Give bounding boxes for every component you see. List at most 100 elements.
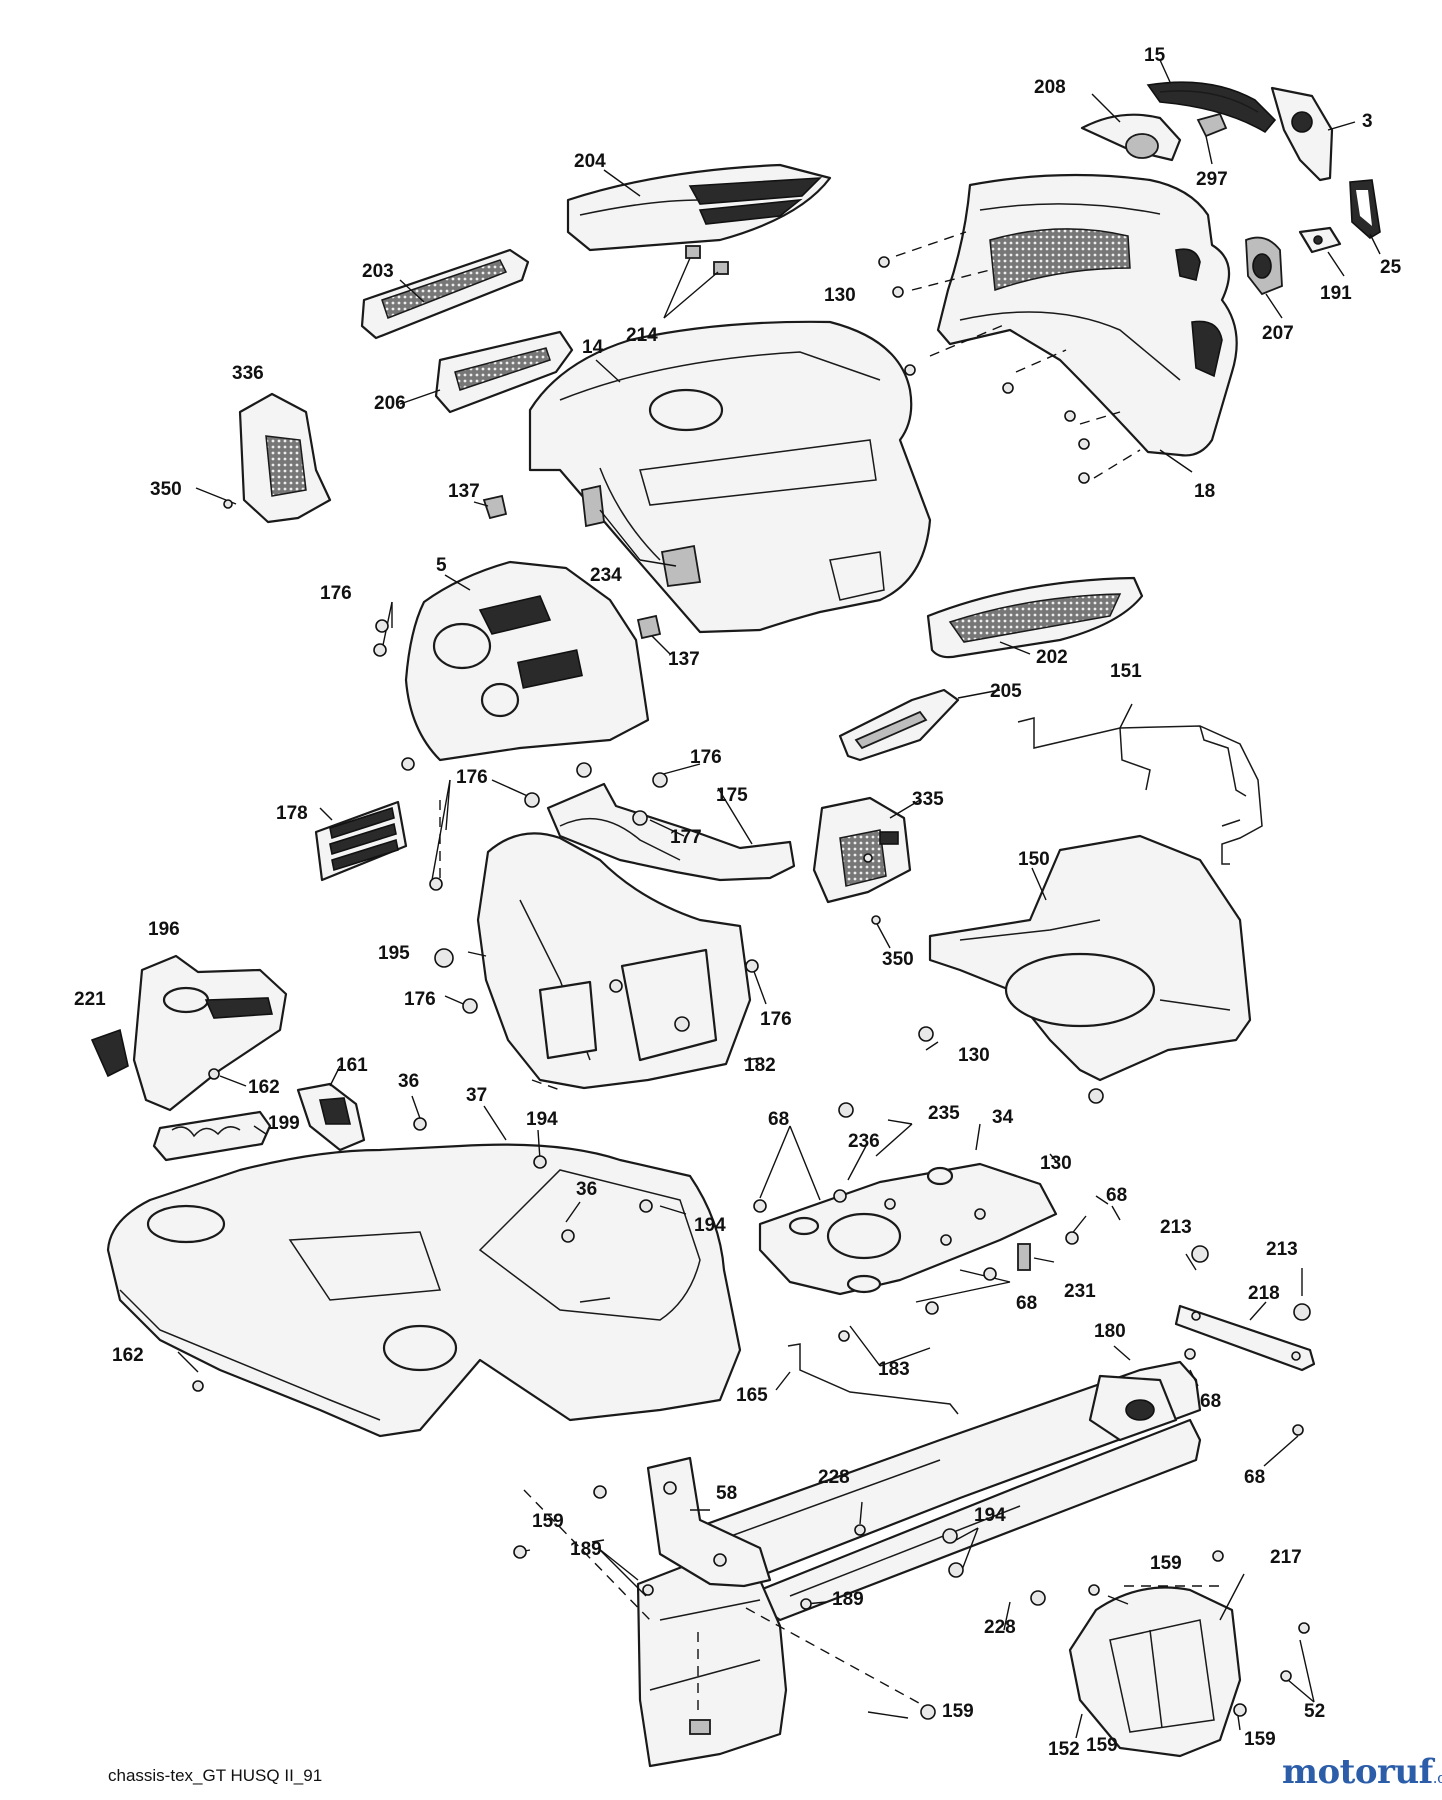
callout-199: 199 [268, 1113, 300, 1134]
part-336-side-vent [238, 392, 332, 524]
callout-37: 37 [466, 1085, 488, 1106]
callout-162-a: 162 [248, 1077, 280, 1098]
callout-213-a: 213 [1160, 1217, 1192, 1238]
part-58-front-bracket [646, 1456, 772, 1588]
callout-228-a: 228 [818, 1467, 850, 1488]
callout-203: 203 [362, 261, 394, 282]
part-180-main-frame [688, 1360, 1202, 1622]
assembly-dashed-lines [439, 231, 1220, 1710]
part-137-clip-a [482, 494, 508, 520]
callout-175: 175 [716, 785, 748, 806]
callout-176-d: 176 [404, 989, 436, 1010]
callout-217: 217 [1270, 1547, 1302, 1568]
callout-221: 221 [74, 989, 106, 1010]
part-191-clip [1298, 226, 1342, 254]
callout-194-b: 194 [694, 1215, 726, 1236]
part-3-trim [1270, 86, 1334, 182]
part-178-vent-plate [314, 800, 408, 882]
callout-213-b: 213 [1266, 1239, 1298, 1260]
part-207-socket [1245, 236, 1283, 296]
part-175-dash-support [546, 782, 796, 882]
callout-194-c: 194 [974, 1505, 1006, 1526]
part-203-vent [360, 248, 530, 340]
callout-159-c: 159 [1244, 1729, 1276, 1750]
part-25-clip [1349, 179, 1381, 239]
part-front-frame-end [636, 1558, 788, 1768]
callout-137-a: 137 [448, 481, 480, 502]
part-206-vent [434, 330, 574, 414]
callout-159-b: 159 [1150, 1553, 1182, 1574]
callout-14: 14 [582, 337, 604, 358]
callout-151: 151 [1110, 661, 1142, 682]
callout-130-a: 130 [824, 285, 856, 306]
callout-15: 15 [1144, 45, 1166, 66]
callout-68-b: 68 [1106, 1185, 1128, 1206]
part-137-clip-b [636, 614, 662, 640]
callout-137-b: 137 [668, 649, 700, 670]
callout-159-e: 159 [942, 1701, 974, 1722]
callout-36-b: 36 [576, 1179, 598, 1200]
callout-130-b: 130 [958, 1045, 990, 1066]
callout-159-d: 159 [1086, 1735, 1118, 1756]
callout-58: 58 [716, 1483, 738, 1504]
callout-191: 191 [1320, 283, 1352, 304]
callout-152: 152 [1048, 1739, 1080, 1760]
callout-159-a: 159 [532, 1511, 564, 1532]
callout-161: 161 [336, 1055, 368, 1076]
callout-34: 34 [992, 1107, 1014, 1128]
watermark-tld: .de [1432, 1769, 1442, 1787]
part-151-support-bracket [1017, 717, 1263, 865]
callout-196: 196 [148, 919, 180, 940]
callout-68-a: 68 [768, 1109, 790, 1130]
callout-189-a: 189 [570, 1539, 602, 1560]
callout-176-b: 176 [690, 747, 722, 768]
part-335-side-vent [812, 796, 912, 904]
callout-3: 3 [1362, 111, 1373, 132]
part-fender-lower-body [106, 1143, 742, 1438]
callout-183: 183 [878, 1359, 910, 1380]
callout-182: 182 [744, 1055, 776, 1076]
callout-350-a: 350 [150, 479, 182, 500]
callout-176-c: 176 [456, 767, 488, 788]
callout-18: 18 [1194, 481, 1216, 502]
callout-165: 165 [736, 1385, 768, 1406]
diagram-caption: chassis-tex_GT HUSQ II_91 [108, 1766, 323, 1785]
callout-350-b: 350 [882, 949, 914, 970]
callout-236: 236 [848, 1131, 880, 1152]
callout-336: 336 [232, 363, 264, 384]
part-161-bracket [296, 1082, 366, 1152]
part-5-dash-panel [404, 560, 650, 762]
part-150-floor-pan [928, 834, 1252, 1082]
part-234-label [581, 484, 702, 587]
part-182-shroud [476, 832, 752, 1090]
part-221-decal [90, 1028, 129, 1078]
callout-162-b: 162 [112, 1345, 144, 1366]
callout-206: 206 [374, 393, 406, 414]
fasteners [192, 256, 1311, 1720]
part-218-bracket [1174, 1304, 1316, 1372]
callout-228-b: 228 [984, 1617, 1016, 1638]
callout-5: 5 [436, 555, 447, 576]
callout-335: 335 [912, 789, 944, 810]
part-205-lower-trim [838, 688, 960, 762]
callout-204: 204 [574, 151, 606, 172]
part-165-rod [787, 1343, 959, 1415]
callout-176-e: 176 [760, 1009, 792, 1030]
callout-205: 205 [990, 681, 1022, 702]
callout-235: 235 [928, 1103, 960, 1124]
callout-176-a: 176 [320, 583, 352, 604]
callout-194-a: 194 [526, 1109, 558, 1130]
callout-36-a: 36 [398, 1071, 420, 1092]
callout-177: 177 [670, 827, 702, 848]
part-15-trim-strip [1146, 81, 1277, 134]
callout-130-c: 130 [1040, 1153, 1072, 1174]
callout-189-b: 189 [832, 1589, 864, 1610]
callout-68-e: 68 [1244, 1467, 1266, 1488]
part-14-hood [528, 320, 932, 634]
callout-68-d: 68 [1200, 1391, 1222, 1412]
part-196-console [132, 954, 288, 1112]
callout-68-c: 68 [1016, 1293, 1038, 1314]
callout-231: 231 [1064, 1281, 1096, 1302]
part-214-clips [685, 245, 729, 275]
